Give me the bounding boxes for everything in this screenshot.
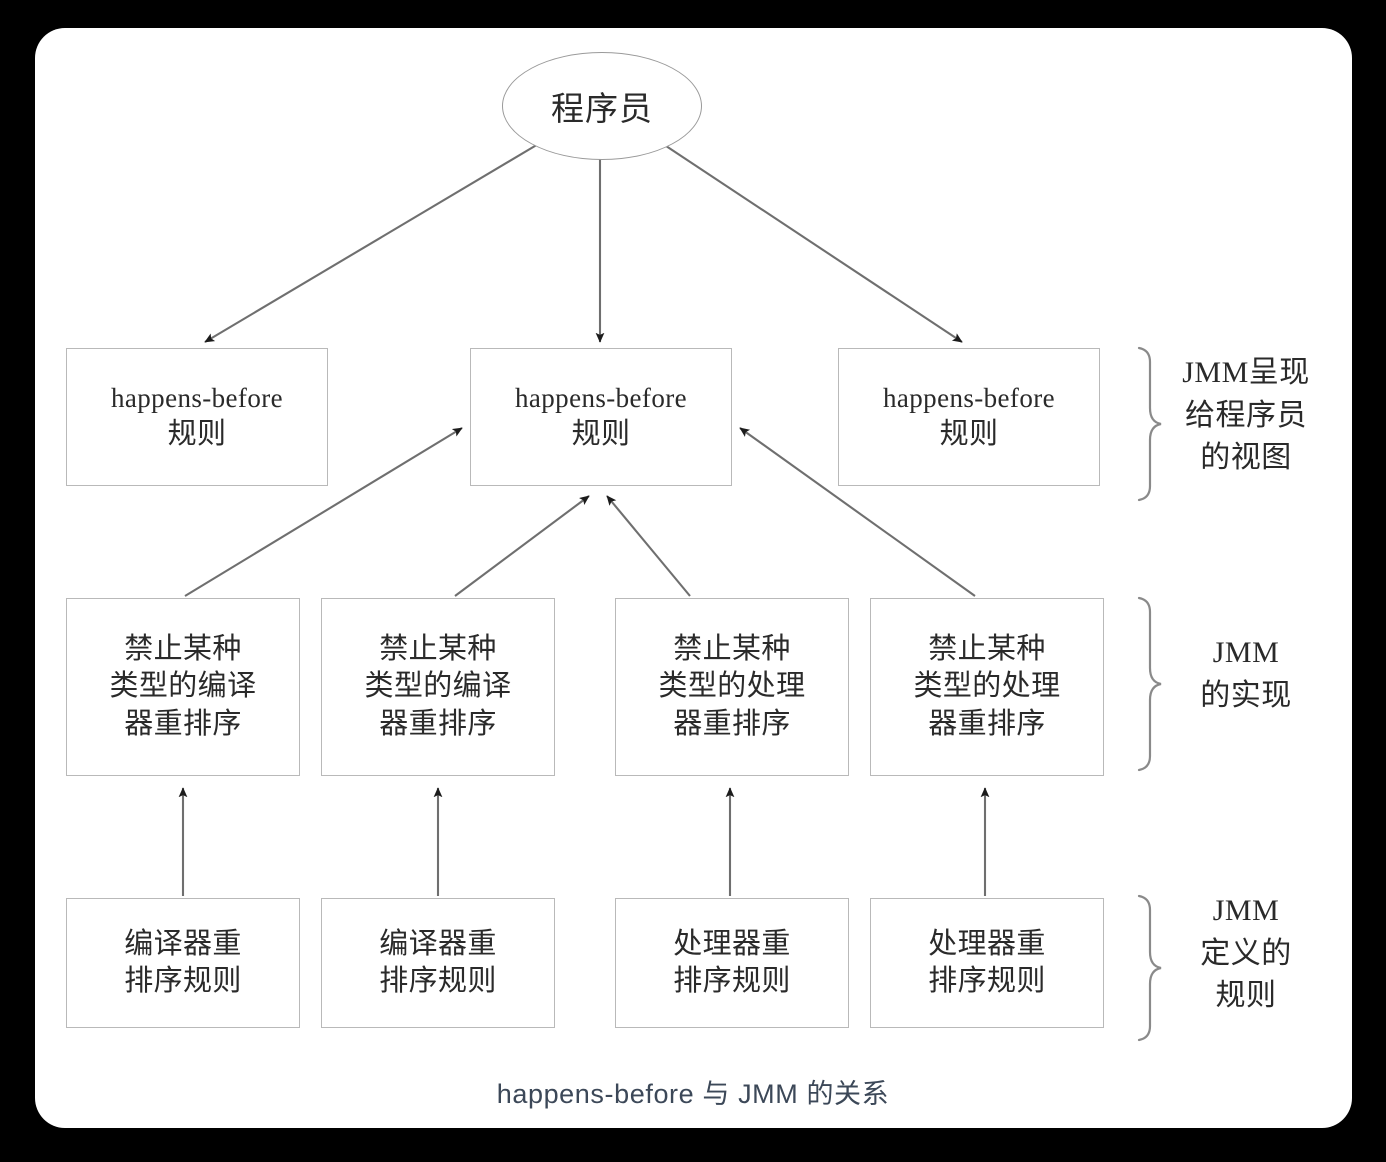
- node-impl4-line3: 器重排序: [928, 707, 1046, 740]
- node-rule3-line2: 排序规则: [673, 965, 791, 997]
- node-hb3-line2: 规则: [939, 417, 999, 450]
- node-hb3-line1: happens-before: [882, 383, 1056, 414]
- node-impl2-line3: 器重排序: [379, 707, 497, 740]
- group-label-bottom-line3: 规则: [1215, 979, 1277, 1013]
- figure-caption: happens-before 与 JMM 的关系: [496, 1079, 890, 1109]
- node-rule1-line1: 编译器重: [124, 927, 242, 960]
- node-rule2-line2: 排序规则: [379, 965, 497, 997]
- group-label-middle-line1: JMM: [1212, 636, 1280, 669]
- node-hb2-line2: 规则: [571, 417, 631, 450]
- node-rule4-line1: 处理器重: [928, 927, 1046, 960]
- node-rule1-line2: 排序规则: [124, 965, 242, 997]
- node-happens-before-rule-2[interactable]: happens-before 规则: [470, 348, 732, 486]
- group-label-jmm-defined-rules: JMM 定义的 规则: [1166, 890, 1326, 1018]
- group-label-bottom-line1: JMM: [1212, 894, 1280, 927]
- group-label-top-line2: 给程序员: [1185, 398, 1307, 432]
- node-jmm-rule-4[interactable]: 处理器重 排序规则: [870, 898, 1104, 1028]
- node-impl3-line2: 类型的处理: [658, 670, 806, 703]
- node-programmer[interactable]: 程序员: [502, 52, 702, 160]
- node-impl1-line3: 器重排序: [124, 707, 242, 740]
- node-jmm-impl-1[interactable]: 禁止某种 类型的编译 器重排序: [66, 598, 300, 776]
- node-rule2-line1: 编译器重: [379, 927, 497, 960]
- node-impl2-line1: 禁止某种: [379, 633, 497, 666]
- node-happens-before-rule-1[interactable]: happens-before 规则: [66, 348, 328, 486]
- node-impl1-line1: 禁止某种: [124, 633, 242, 666]
- node-jmm-rule-1[interactable]: 编译器重 排序规则: [66, 898, 300, 1028]
- group-label-bottom-line2: 定义的: [1200, 936, 1292, 970]
- group-label-top-line1: JMM呈现: [1182, 356, 1310, 389]
- node-jmm-impl-2[interactable]: 禁止某种 类型的编译 器重排序: [321, 598, 555, 776]
- group-label-middle-line2: 的实现: [1200, 678, 1292, 712]
- node-impl2-line2: 类型的编译: [364, 670, 512, 703]
- group-label-jmm-implementation: JMM 的实现: [1166, 632, 1326, 717]
- node-hb2-line1: happens-before: [514, 383, 688, 414]
- node-impl4-line2: 类型的处理: [913, 670, 1061, 703]
- node-jmm-impl-3[interactable]: 禁止某种 类型的处理 器重排序: [615, 598, 849, 776]
- node-impl4-line1: 禁止某种: [928, 633, 1046, 666]
- node-impl1-line2: 类型的编译: [109, 670, 257, 703]
- node-hb1-line2: 规则: [167, 417, 227, 450]
- node-programmer-label: 程序员: [551, 92, 653, 128]
- node-rule4-line2: 排序规则: [928, 965, 1046, 997]
- node-jmm-impl-4[interactable]: 禁止某种 类型的处理 器重排序: [870, 598, 1104, 776]
- node-impl3-line3: 器重排序: [673, 707, 791, 740]
- node-happens-before-rule-3[interactable]: happens-before 规则: [838, 348, 1100, 486]
- group-label-jmm-view: JMM呈现 给程序员 的视图: [1166, 352, 1326, 480]
- node-jmm-rule-3[interactable]: 处理器重 排序规则: [615, 898, 849, 1028]
- node-hb1-line1: happens-before: [110, 383, 284, 414]
- group-label-top-line3: 的视图: [1200, 441, 1292, 475]
- node-rule3-line1: 处理器重: [673, 927, 791, 960]
- node-impl3-line1: 禁止某种: [673, 633, 791, 666]
- node-jmm-rule-2[interactable]: 编译器重 排序规则: [321, 898, 555, 1028]
